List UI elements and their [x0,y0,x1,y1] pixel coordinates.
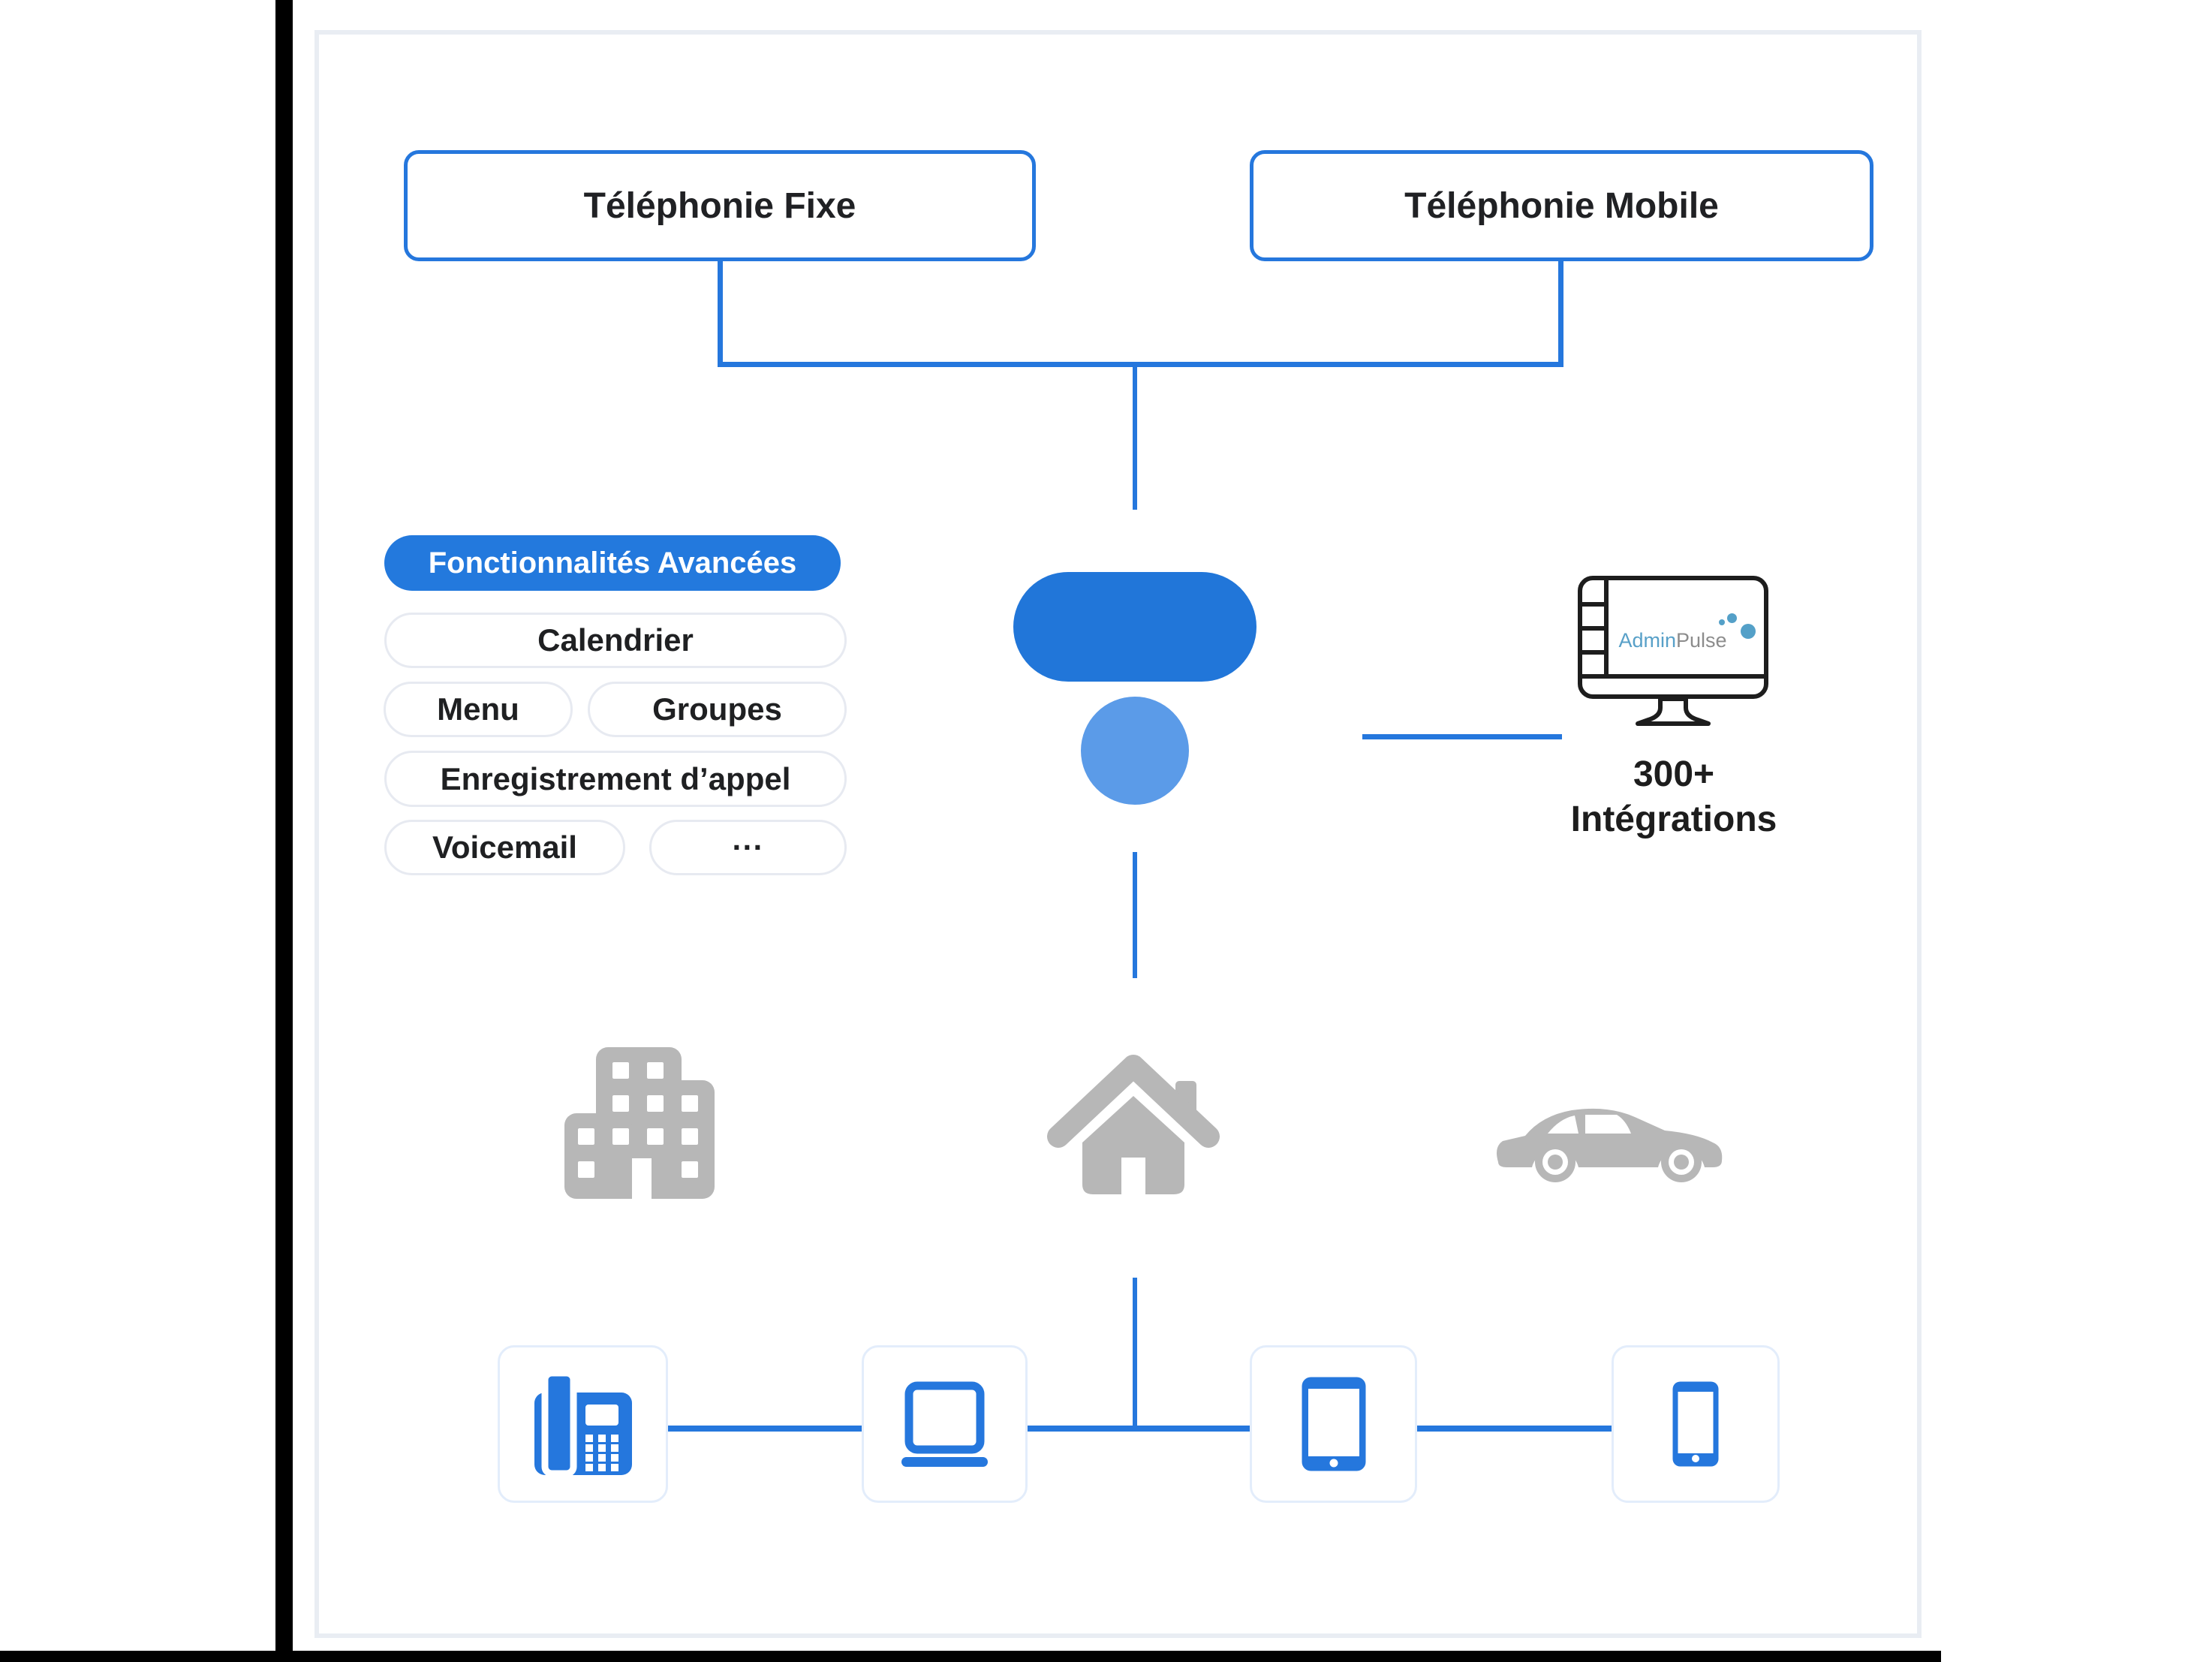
features-header-label: Fonctionnalités Avancées [428,546,797,580]
connector-fixe-down [718,261,723,367]
feature-pill-enregistrement-label: Enregistrement d’appel [440,760,791,796]
connector-top-horizontal [718,362,1563,367]
integrations-label: 300+ Intégrations [1522,752,1825,842]
features-header-badge: Fonctionnalités Avancées [384,535,841,591]
brand-logo-pill [1013,572,1256,682]
feature-pill-groupes-label: Groupes [652,691,782,727]
adminpulse-dot-large-icon [1741,624,1756,639]
desk-phone-icon [534,1371,632,1477]
feature-pill-menu: Menu [384,682,573,737]
node-telephonie-mobile-label: Téléphonie Mobile [1404,185,1719,226]
feature-pill-menu-label: Menu [437,691,519,727]
node-telephonie-fixe-label: Téléphonie Fixe [583,185,856,226]
connector-center-to-logo [1133,367,1137,510]
adminpulse-logo-admin: Admin [1618,628,1676,652]
building-icon [564,1047,715,1200]
feature-pill-voicemail: Voicemail [384,820,625,875]
connector-mobile-down [1558,261,1563,367]
feature-pill-more: ··· [649,820,847,875]
tablet-icon [1302,1377,1365,1471]
smartphone-icon [1672,1381,1719,1467]
connector-logo-to-house [1133,852,1137,978]
feature-pill-calendrier: Calendrier [384,613,847,668]
adminpulse-dot-small-icon [1719,619,1725,625]
device-card-tablet [1250,1345,1417,1503]
device-card-smartphone [1612,1345,1780,1503]
device-card-laptop [862,1345,1028,1503]
laptop-icon [901,1381,988,1467]
left-black-bar [275,0,293,1662]
node-telephonie-mobile: Téléphonie Mobile [1250,150,1873,261]
connector-laptop-tablet [1028,1426,1250,1432]
feature-pill-calendrier-label: Calendrier [537,622,694,658]
connector-house-to-devices [1133,1278,1137,1431]
connector-phone-laptop [668,1426,862,1432]
connector-tablet-smartphone [1417,1426,1612,1432]
monitor-icon [1578,576,1768,726]
car-icon [1497,1108,1723,1182]
feature-pill-enregistrement: Enregistrement d’appel [384,751,847,807]
node-telephonie-fixe: Téléphonie Fixe [404,150,1036,261]
connector-logo-to-monitor [1362,734,1562,739]
feature-pill-groupes: Groupes [588,682,847,737]
adminpulse-dot-medium-icon [1727,613,1737,623]
brand-logo-circle [1081,697,1189,805]
device-card-desk-phone [498,1345,668,1503]
integrations-count: 300+ [1633,754,1715,794]
integrations-word: Intégrations [1570,799,1777,839]
feature-pill-voicemail-label: Voicemail [432,829,577,865]
bottom-black-bar [0,1651,1941,1662]
feature-pill-more-label: ··· [732,829,764,865]
adminpulse-logo-pulse: Pulse [1675,628,1727,652]
house-icon [1047,1055,1220,1194]
